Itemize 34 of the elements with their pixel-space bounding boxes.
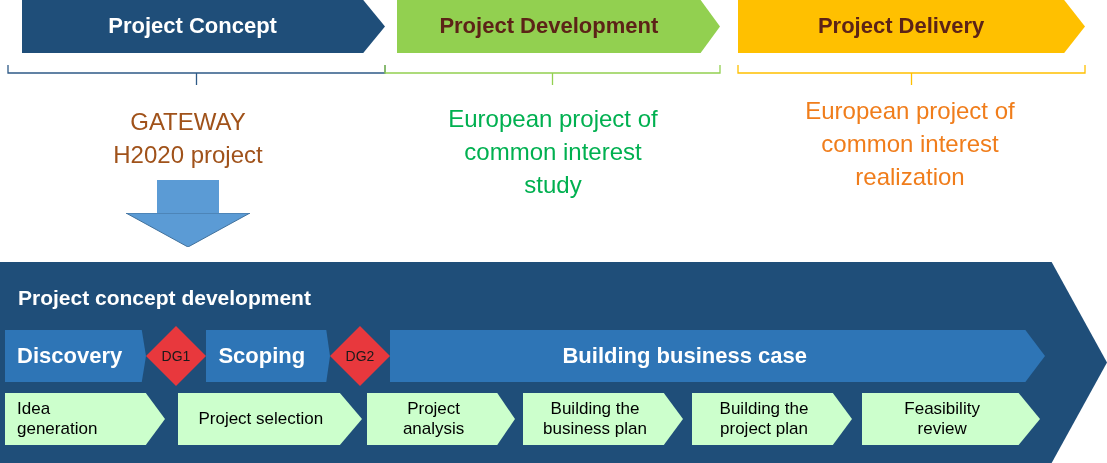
- stage-title: Project Delivery: [817, 13, 985, 40]
- phase-description: European project of common interest realization: [804, 95, 1016, 192]
- stage-title: Project selection: [198, 408, 324, 430]
- phase-description: GATEWAY H2020 project: [112, 107, 264, 170]
- phase-description: European project of common interest study: [447, 103, 659, 200]
- stage-title: Project Development: [439, 13, 659, 40]
- phase-banner: [738, 0, 1085, 53]
- stage-bar: [390, 330, 1045, 382]
- activity-tab: [367, 393, 515, 445]
- activity-tab: [692, 393, 852, 445]
- stage-bar: [206, 330, 330, 382]
- stage-title: Building the project plan: [718, 398, 810, 440]
- stage-title: Scoping: [218, 342, 306, 370]
- activity-tab: [178, 393, 362, 445]
- activity-tab: [862, 393, 1040, 445]
- activity-tab: [523, 393, 683, 445]
- stage-title: Building the business plan: [542, 398, 648, 440]
- stage-bar: [5, 330, 146, 382]
- stage-chevron: [0, 262, 1107, 463]
- stage-title: Discovery: [17, 342, 123, 370]
- gate-label: DG1: [161, 347, 191, 365]
- phase-banner: [22, 0, 385, 53]
- decision-gate-diamond: [330, 326, 390, 386]
- decision-gate-diamond: [146, 326, 206, 386]
- gate-label: DG2: [345, 347, 375, 365]
- stage-title: Project analysis: [401, 398, 466, 440]
- stage-title: Building business case: [562, 342, 807, 370]
- stage-title: Feasibility review: [903, 398, 981, 440]
- stage-title: Idea generation: [17, 398, 99, 440]
- block-arrow: [125, 180, 251, 248]
- stage-title: Project Concept: [108, 13, 277, 40]
- stage-title: Project concept development: [18, 286, 311, 310]
- activity-tab: [5, 393, 165, 445]
- phase-banner: [397, 0, 720, 53]
